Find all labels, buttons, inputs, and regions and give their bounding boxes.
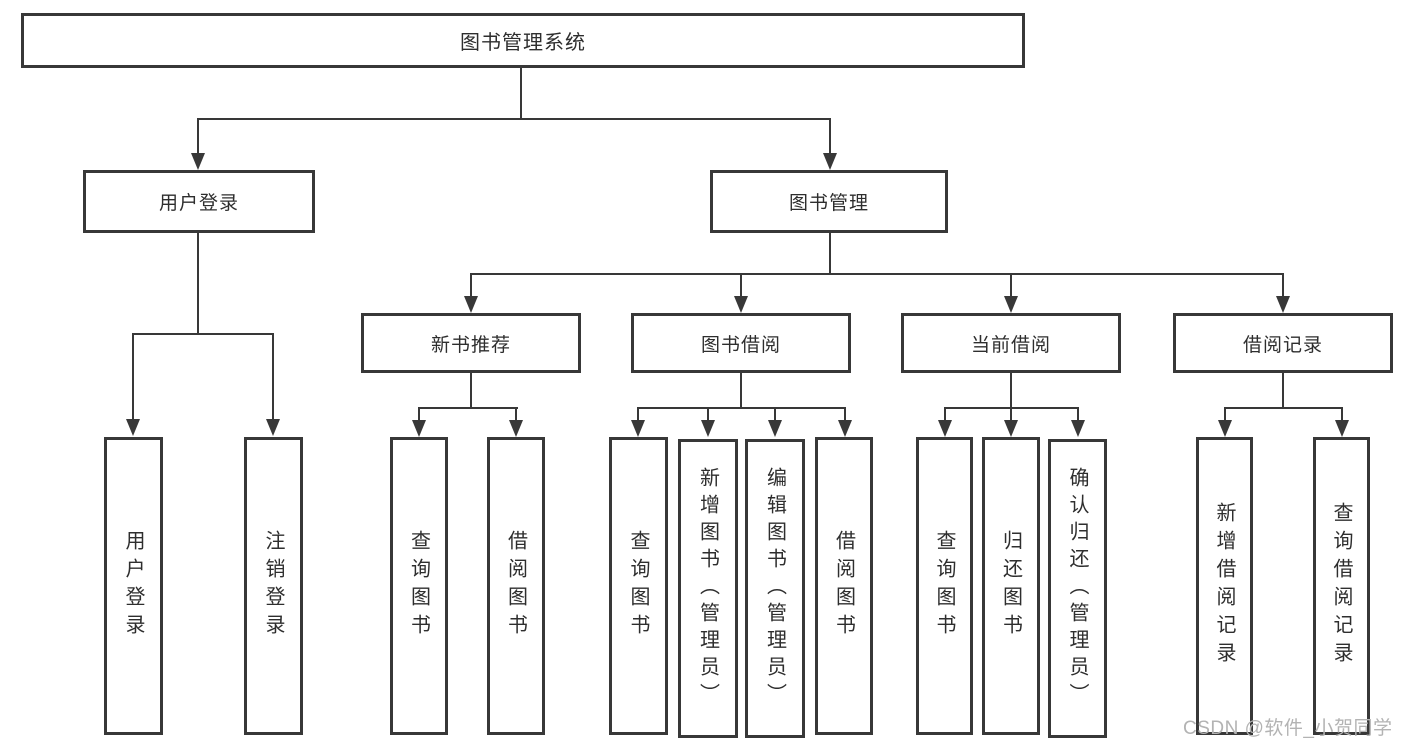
leaf-add-borrow-record: 新增借阅记录 [1196, 437, 1253, 735]
arrow-down-icon [126, 419, 140, 436]
leaf-query-books-recommend: 查询图书 [390, 437, 448, 735]
arrow-down-icon [191, 153, 205, 170]
connector-user-login-hline [132, 333, 274, 335]
connector-stem-user-login [197, 118, 199, 158]
arrow-down-icon [509, 420, 523, 437]
node-label: 编辑图书（管理员） [763, 467, 786, 710]
node-label: 图书管理系统 [460, 32, 586, 54]
node-label: 查询图书 [627, 530, 649, 642]
leaf-query-books-borrow: 查询图书 [609, 437, 668, 735]
arrow-down-icon [266, 419, 280, 436]
arrow-down-icon [1335, 420, 1349, 437]
connector-root-stem [520, 68, 522, 119]
connector-stem-book-management [829, 118, 831, 158]
node-label: 图书管理 [788, 193, 869, 214]
node-label: 借阅图书 [504, 530, 527, 642]
connector-stem-leaf [132, 333, 134, 421]
arrow-down-icon [701, 420, 715, 437]
node-label: 新书推荐 [430, 334, 511, 356]
connector-stem-leafgroup [740, 373, 742, 409]
connector-stem-leafgroup [1282, 373, 1284, 409]
node-label: 用户登录 [158, 193, 239, 214]
connector-stem-l3 [470, 273, 472, 299]
leaf-add-books-admin: 新增图书（管理员） [678, 439, 738, 738]
leaf-query-books-current: 查询图书 [916, 437, 973, 735]
node-user-login: 用户登录 [83, 170, 315, 233]
node-label: 查询图书 [933, 530, 955, 642]
connector-stem-l3 [740, 273, 742, 299]
node-label: 查询借阅记录 [1330, 502, 1352, 670]
arrow-down-icon [1004, 296, 1018, 313]
arrow-down-icon [1218, 420, 1232, 437]
leaf-logout: 注销登录 [244, 437, 303, 735]
connector-stem-leaf [418, 407, 420, 423]
node-label: 当前借阅 [970, 334, 1051, 356]
node-label: 用户登录 [122, 530, 144, 642]
node-label: 借阅记录 [1242, 334, 1323, 356]
node-current-borrowing: 当前借阅 [901, 313, 1121, 373]
node-label: 注销登录 [262, 530, 284, 642]
leaf-query-borrow-record: 查询借阅记录 [1313, 437, 1370, 735]
arrow-down-icon [1071, 420, 1085, 437]
connector-stem-leaf [1341, 407, 1343, 423]
connector-stem-leaf [1224, 407, 1226, 423]
node-label: 查询图书 [407, 530, 430, 642]
node-label: 确认归还（管理员） [1066, 467, 1088, 710]
arrow-down-icon [1276, 296, 1290, 313]
leaf-borrow-books-recommend: 借阅图书 [487, 437, 545, 735]
node-borrowing-records: 借阅记录 [1173, 313, 1393, 373]
arrow-down-icon [412, 420, 426, 437]
connector-stem-leaf [707, 407, 709, 423]
arrow-down-icon [734, 296, 748, 313]
connector-stem-leaf [272, 333, 274, 421]
leaf-edit-books-admin: 编辑图书（管理员） [745, 439, 805, 738]
connector-stem-leafgroup [470, 373, 472, 409]
node-label: 借阅图书 [832, 530, 855, 642]
connector-hline-leafgroup [637, 407, 846, 409]
connector-stem-leaf [944, 407, 946, 423]
connector-book-management-stem [829, 233, 831, 275]
connector-stem-leaf [515, 407, 517, 423]
connector-stem-l3 [1282, 273, 1284, 299]
arrow-down-icon [768, 420, 782, 437]
arrow-down-icon [1004, 420, 1018, 437]
csdn-watermark: CSDN @软件_小贺同学 [1183, 718, 1393, 739]
node-label: 新增借阅记录 [1213, 502, 1235, 670]
leaf-user-login: 用户登录 [104, 437, 163, 735]
connector-stem-l3 [1010, 273, 1012, 299]
node-label: 图书借阅 [700, 334, 781, 356]
connector-stem-leafgroup [1010, 373, 1012, 409]
arrow-down-icon [823, 153, 837, 170]
arrow-down-icon [631, 420, 645, 437]
node-label: 归还图书 [999, 530, 1022, 642]
leaf-confirm-return-admin: 确认归还（管理员） [1048, 439, 1107, 738]
connector-book-management-hline [470, 273, 1284, 275]
connector-user-login-stem [197, 233, 199, 335]
node-label: 新增图书（管理员） [696, 467, 719, 710]
leaf-borrow-books: 借阅图书 [815, 437, 873, 735]
node-new-book-recommendation: 新书推荐 [361, 313, 581, 373]
connector-hline-leafgroup [1224, 407, 1343, 409]
connector-root-hline [197, 118, 831, 120]
node-book-borrowing: 图书借阅 [631, 313, 851, 373]
connector-hline-leafgroup [418, 407, 518, 409]
leaf-return-books: 归还图书 [982, 437, 1040, 735]
connector-stem-leaf [1010, 407, 1012, 423]
connector-stem-leaf [1077, 407, 1079, 423]
arrow-down-icon [464, 296, 478, 313]
connector-stem-leaf [774, 407, 776, 423]
node-library-management-system: 图书管理系统 [21, 13, 1025, 68]
connector-stem-leaf [844, 407, 846, 423]
connector-stem-leaf [637, 407, 639, 423]
node-book-management: 图书管理 [710, 170, 948, 233]
arrow-down-icon [938, 420, 952, 437]
arrow-down-icon [838, 420, 852, 437]
